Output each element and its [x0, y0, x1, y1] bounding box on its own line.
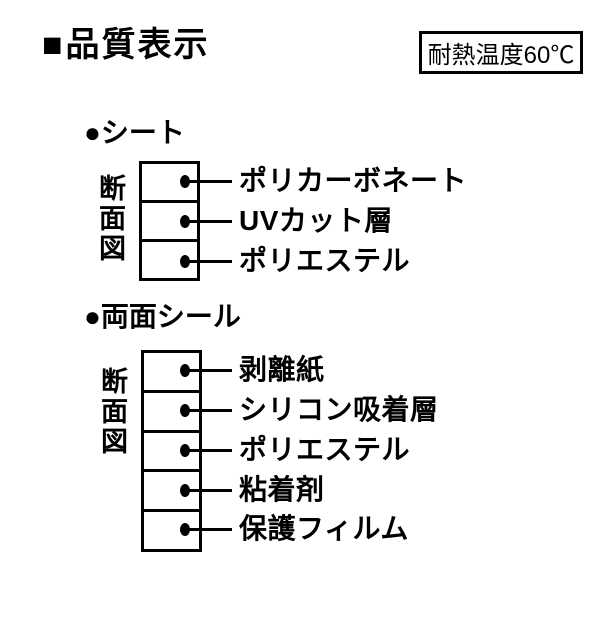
- section-heading-sheet: ● シート: [84, 119, 185, 147]
- callout-dot-icon: [180, 443, 190, 457]
- layer-label: 保護フィルム: [239, 513, 409, 544]
- layer-cell: [144, 353, 199, 393]
- callout-leader-line: [186, 259, 232, 263]
- callout-dot-icon: [180, 214, 190, 228]
- callout-dot-icon: [180, 522, 190, 536]
- layer-label: シリコン吸着層: [239, 394, 439, 425]
- layer-callout: ポリカーボネート: [180, 167, 467, 195]
- callout-dot-icon: [180, 254, 190, 268]
- layer-label: ポリエステル: [239, 434, 411, 465]
- callout-dot-icon: [180, 174, 190, 188]
- cross-section-label-seal: 断面図: [97, 367, 127, 457]
- callout-leader-line: [186, 179, 232, 183]
- layer-callout: 保護フィルム: [180, 515, 409, 543]
- callout-dot-icon: [180, 403, 190, 417]
- layer-callout: 粘着剤: [180, 476, 325, 504]
- layer-label: 粘着剤: [239, 474, 325, 505]
- callout-leader-line: [186, 408, 232, 412]
- layer-cell: [144, 433, 199, 473]
- circle-bullet-icon: ●: [84, 301, 101, 332]
- callout-leader-line: [186, 527, 232, 531]
- layer-cell: [144, 472, 199, 513]
- square-bullet-icon: ■: [42, 26, 63, 64]
- callout-leader-line: [186, 448, 232, 452]
- circle-bullet-icon: ●: [84, 117, 101, 148]
- layer-callout: ポリエステル: [180, 436, 410, 464]
- page-title-text: 品質表示: [65, 26, 210, 64]
- layer-cell: [142, 203, 197, 242]
- layer-cell: [142, 164, 197, 203]
- section-heading-sheet-text: シート: [100, 117, 185, 148]
- cross-section-label-sheet: 断面図: [95, 174, 125, 264]
- heat-resistance-badge: 耐熱温度60℃: [419, 31, 583, 74]
- page-title: ■ 品質表示: [42, 28, 210, 62]
- heat-resistance-text: 耐熱温度60℃: [427, 42, 575, 69]
- callout-leader-line: [186, 219, 232, 223]
- callout-leader-line: [186, 368, 232, 372]
- layer-callout: 剥離紙: [180, 356, 325, 384]
- layer-callout: ポリエステル: [180, 247, 410, 275]
- section-heading-double-sided-seal: ● 両面シール: [84, 303, 241, 331]
- layer-cell: [144, 393, 199, 433]
- layer-label: ポリエステル: [239, 245, 411, 276]
- layer-label: UVカット層: [239, 205, 393, 236]
- callout-dot-icon: [180, 363, 190, 377]
- layer-label: ポリカーボネート: [239, 165, 468, 196]
- callout-leader-line: [186, 488, 232, 492]
- layer-callout: UVカット層: [180, 207, 393, 235]
- callout-dot-icon: [180, 483, 190, 497]
- section-heading-double-sided-seal-text: 両面シール: [100, 301, 241, 332]
- layer-label: 剥離紙: [239, 354, 325, 385]
- layer-callout: シリコン吸着層: [180, 396, 439, 424]
